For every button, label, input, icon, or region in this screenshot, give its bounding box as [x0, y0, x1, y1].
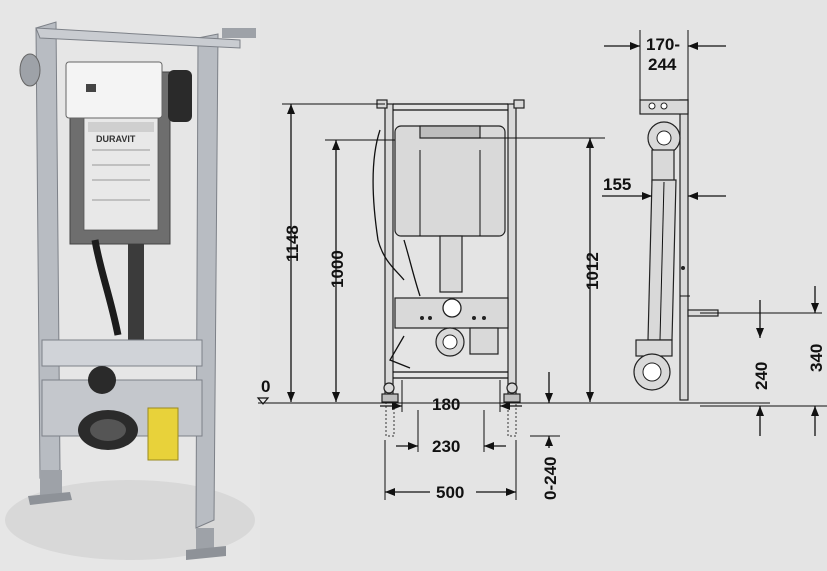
dim-1000: 1000	[328, 250, 347, 288]
dim-244: 244	[648, 55, 677, 74]
dim-240-side: 240	[752, 362, 771, 390]
dim-230: 230	[432, 437, 460, 456]
side-view	[633, 99, 719, 401]
front-view	[372, 99, 525, 437]
brand-label: DURAVIT	[96, 134, 136, 144]
dimension-lines	[256, 30, 827, 500]
dim-500: 500	[436, 483, 464, 502]
dim-340-side: 340	[807, 344, 826, 372]
dim-1148: 1148	[283, 225, 302, 262]
dim-1012: 1012	[583, 252, 602, 290]
dim-zero: 0	[261, 377, 270, 396]
dim-180: 180	[432, 395, 460, 414]
dim-170: 170-	[646, 35, 680, 54]
dim-0-240: 0-240	[541, 457, 560, 500]
dim-155: 155	[603, 175, 631, 194]
dimension-labels: 1148 1000 1012 0 180 230 500 0-240 170- …	[261, 35, 826, 502]
product-photo: DURAVIT	[0, 0, 260, 571]
